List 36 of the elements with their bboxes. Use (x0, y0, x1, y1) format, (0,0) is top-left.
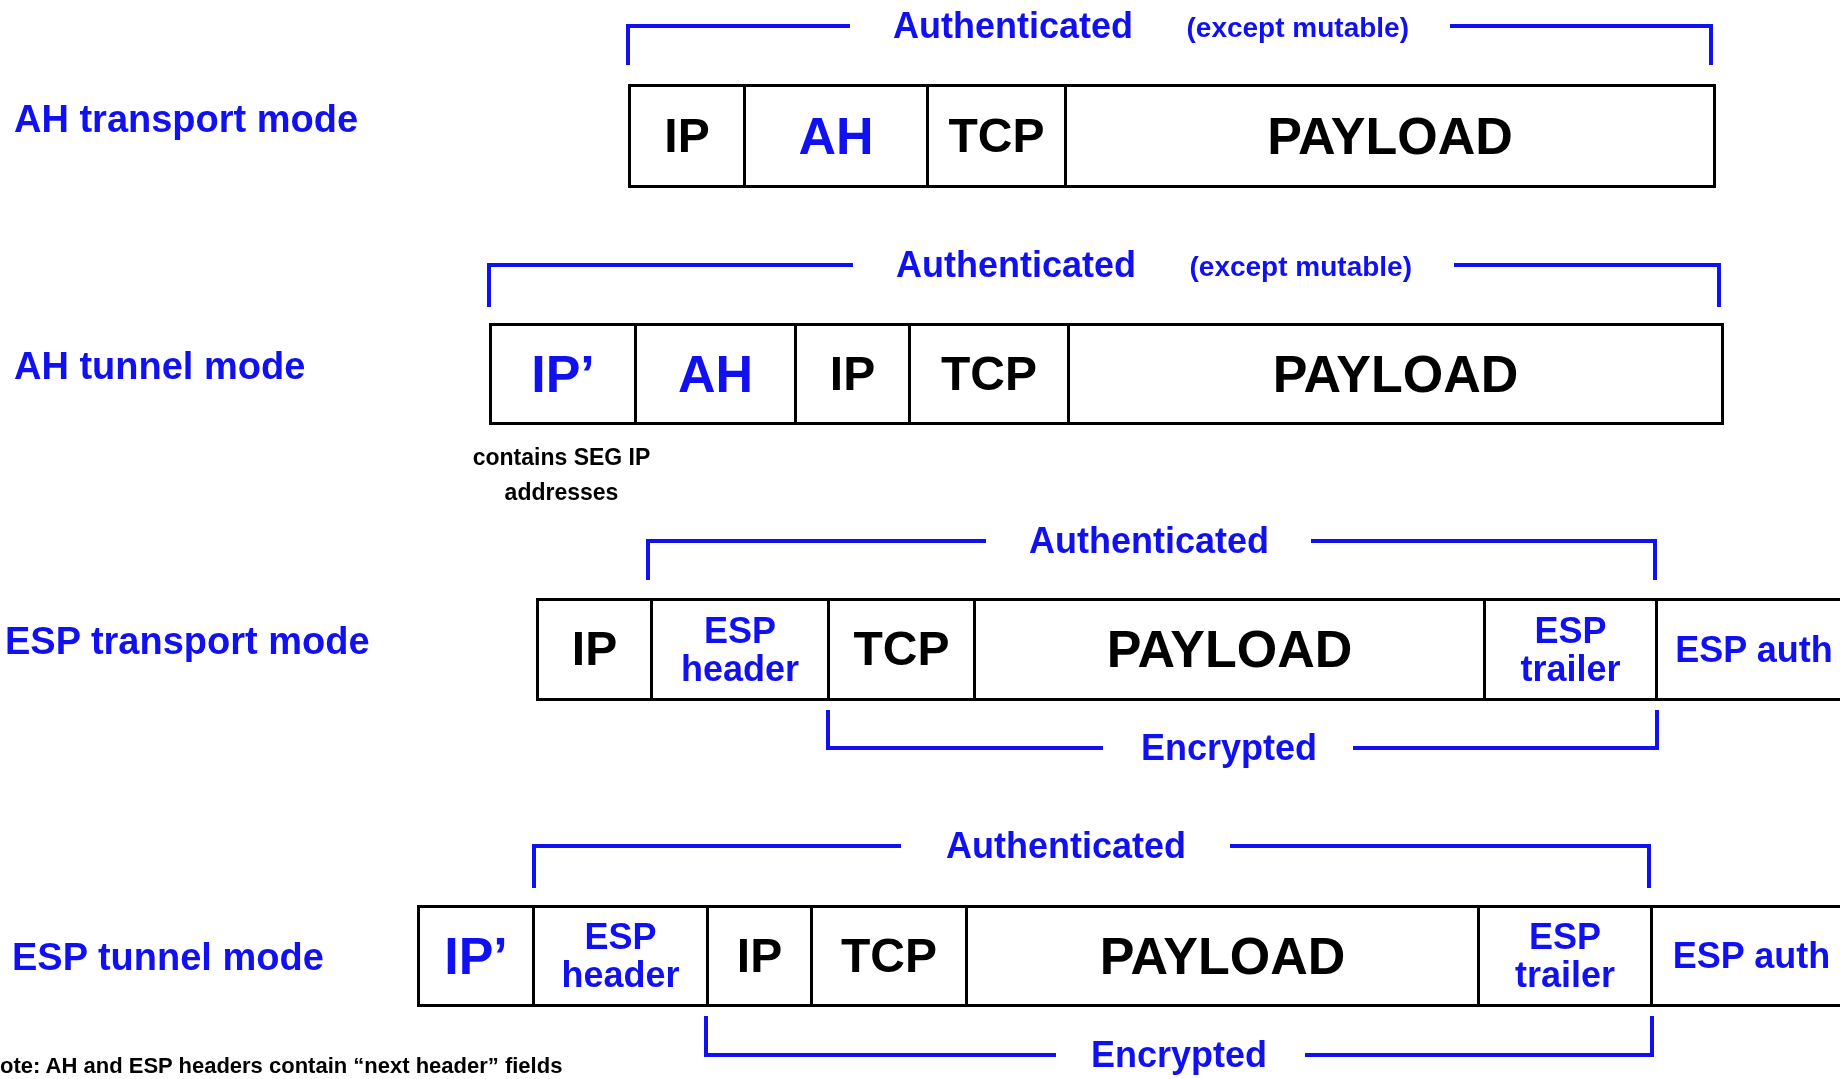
packet-field: IP (628, 84, 746, 188)
packet-field: ESP header (650, 598, 830, 701)
text-label: ESP transport mode (5, 621, 370, 663)
packet-field: IP’ (489, 323, 637, 425)
packet-field: IP (536, 598, 653, 701)
packet-field: IP (794, 323, 911, 425)
packet-field: PAYLOAD (1064, 84, 1716, 188)
packet-field: PAYLOAD (973, 598, 1486, 701)
bracket-label: Authenticated (896, 245, 1136, 285)
bracket-label: Encrypted (1091, 1035, 1268, 1075)
text-label: ote: AH and ESP headers contain “next header” fields (0, 1054, 563, 1079)
field-caption: contains SEG IP addresses (471, 443, 652, 507)
text-label: AH tunnel mode (14, 346, 306, 388)
bracket-label: Authenticated (1029, 521, 1269, 561)
bracket-label: (except mutable) (1186, 12, 1409, 44)
bracket-label: Authenticated (946, 826, 1186, 866)
packet-field: ESP trailer (1483, 598, 1658, 701)
packet-field: IP (706, 905, 813, 1007)
packet-field: AH (634, 323, 797, 425)
packet-field: AH (743, 84, 929, 188)
bracket-label: Encrypted (1141, 728, 1318, 768)
bracket-label: (except mutable) (1189, 251, 1412, 283)
packet-field: ESP auth (1650, 905, 1840, 1007)
packet-field: TCP (827, 598, 976, 701)
text-label: ESP tunnel mode (12, 937, 324, 979)
packet-field: ESP trailer (1477, 905, 1653, 1007)
packet-field: TCP (926, 84, 1067, 188)
packet-field: ESP auth (1655, 598, 1840, 701)
bracket-label: Authenticated (893, 6, 1133, 46)
packet-field: PAYLOAD (1067, 323, 1724, 425)
packet-field: PAYLOAD (965, 905, 1480, 1007)
packet-field: ESP header (532, 905, 709, 1007)
text-label: AH transport mode (14, 99, 359, 141)
packet-field: TCP (908, 323, 1070, 425)
packet-field: TCP (810, 905, 968, 1007)
packet-field: IP’ (417, 905, 535, 1007)
